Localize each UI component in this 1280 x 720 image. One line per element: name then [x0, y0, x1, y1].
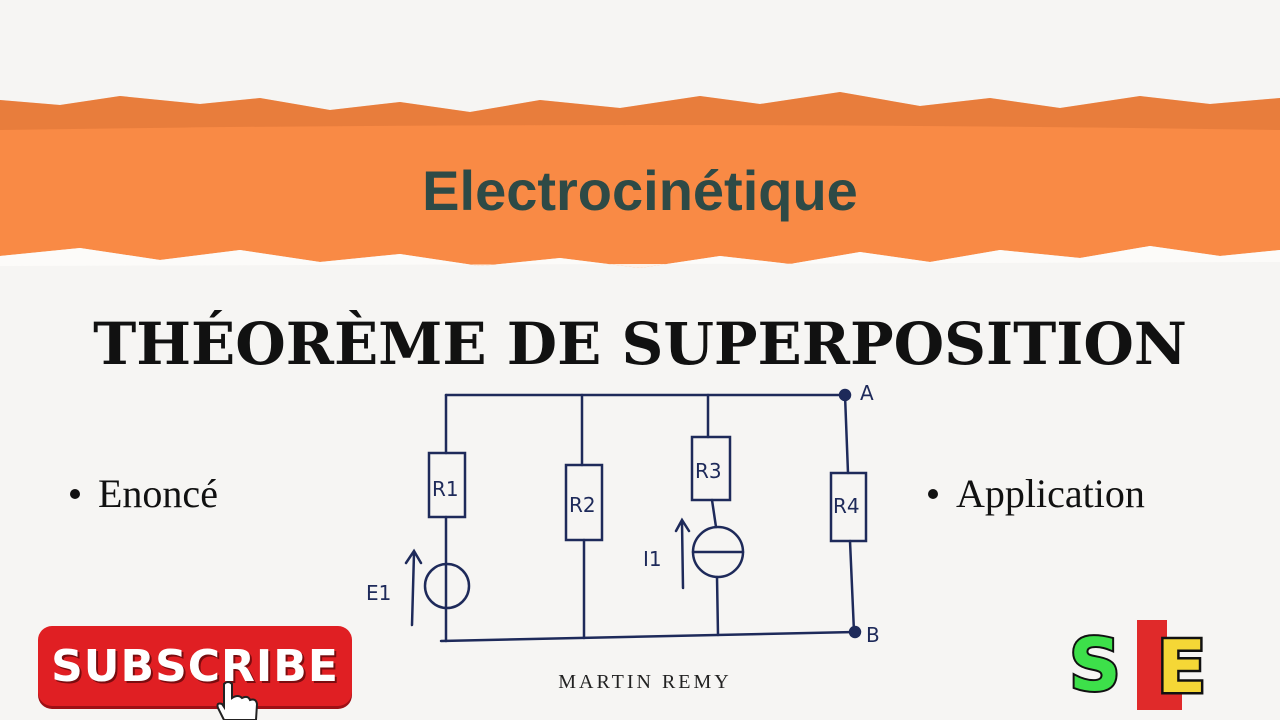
- svg-text:E: E: [1157, 625, 1206, 709]
- resistor-r4: [829, 471, 868, 543]
- bullet-label: Enoncé: [98, 471, 218, 516]
- bullet-dot-icon: [70, 488, 80, 499]
- svg-text:S: S: [1069, 623, 1121, 707]
- author-name: MARTIN REMY: [558, 671, 732, 693]
- arrow-e1: [404, 548, 423, 627]
- wires: [439, 393, 857, 643]
- bullet-application: Application: [928, 470, 1145, 517]
- resistor-r3: [690, 435, 732, 502]
- bullet-label: Application: [956, 471, 1145, 516]
- bullet-dot-icon: [928, 488, 938, 499]
- channel-logo: S E: [1067, 620, 1209, 710]
- hand-cursor-icon: [216, 681, 259, 720]
- page-title: THÉORÈME DE SUPERPOSITION: [93, 310, 1187, 378]
- label-i1: I1: [643, 547, 662, 571]
- label-e1: E1: [366, 581, 391, 605]
- voltage-source-e1: [423, 562, 471, 610]
- resistor-r1: [427, 451, 467, 519]
- label-node-a: A: [860, 381, 874, 405]
- label-r2: R2: [569, 493, 596, 517]
- resistor-r2: [564, 463, 604, 542]
- current-source-i1: [691, 525, 745, 579]
- label-node-b: B: [866, 623, 880, 647]
- subscribe-label: SUBSCRIBE: [51, 640, 339, 692]
- topic-title: Electrocinétique: [422, 159, 858, 222]
- label-r4: R4: [833, 494, 860, 518]
- subscribe-button[interactable]: SUBSCRIBE: [38, 626, 352, 706]
- label-r1: R1: [432, 477, 459, 501]
- arrow-i1: [674, 517, 691, 590]
- node-a-dot: [838, 388, 852, 402]
- label-r3: R3: [695, 459, 722, 483]
- bullet-enonce: Enoncé: [70, 470, 218, 517]
- node-b-dot: [848, 625, 862, 639]
